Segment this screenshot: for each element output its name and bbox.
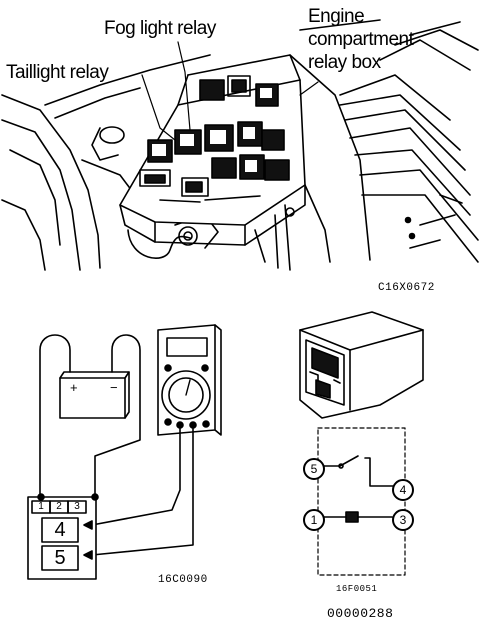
test-circuit [27, 324, 222, 580]
connector-pin-2: 2 [56, 501, 62, 512]
relay-schematic [317, 427, 406, 576]
terminal-4-marker [392, 479, 414, 501]
taillight-relay-label: Taillight relay [6, 62, 109, 83]
terminal-3-label: 3 [399, 513, 407, 527]
connector-pin-4: 4 [54, 519, 66, 541]
engine-label-line2: compartment [308, 29, 414, 50]
figure-number: 00000288 [327, 606, 394, 621]
terminal-4-label: 4 [399, 483, 407, 497]
connector-pin-5: 5 [54, 547, 66, 569]
terminal-3-marker [392, 509, 414, 531]
battery-positive-label: + [70, 380, 78, 395]
battery-negative-label: − [110, 380, 118, 395]
terminal-5-marker [303, 458, 325, 480]
figure-code-schematic: 16F0051 [336, 584, 378, 594]
fog-light-relay-label: Fog light relay [104, 18, 216, 39]
connector-pin-1: 1 [38, 501, 44, 512]
engine-label-line3: relay box [308, 52, 381, 73]
terminal-1-label: 1 [310, 513, 318, 527]
engine-compartment-illustration [1, 19, 479, 271]
terminal-1-marker [303, 509, 325, 531]
relay-3d-illustration [299, 311, 424, 419]
connector-pin-3: 3 [74, 501, 80, 512]
figure-code-relay: C16X0672 [378, 282, 435, 294]
figure-code-circuit: 16C0090 [158, 574, 208, 586]
terminal-5-label: 5 [310, 462, 318, 476]
engine-label-line1: Engine [308, 6, 365, 27]
